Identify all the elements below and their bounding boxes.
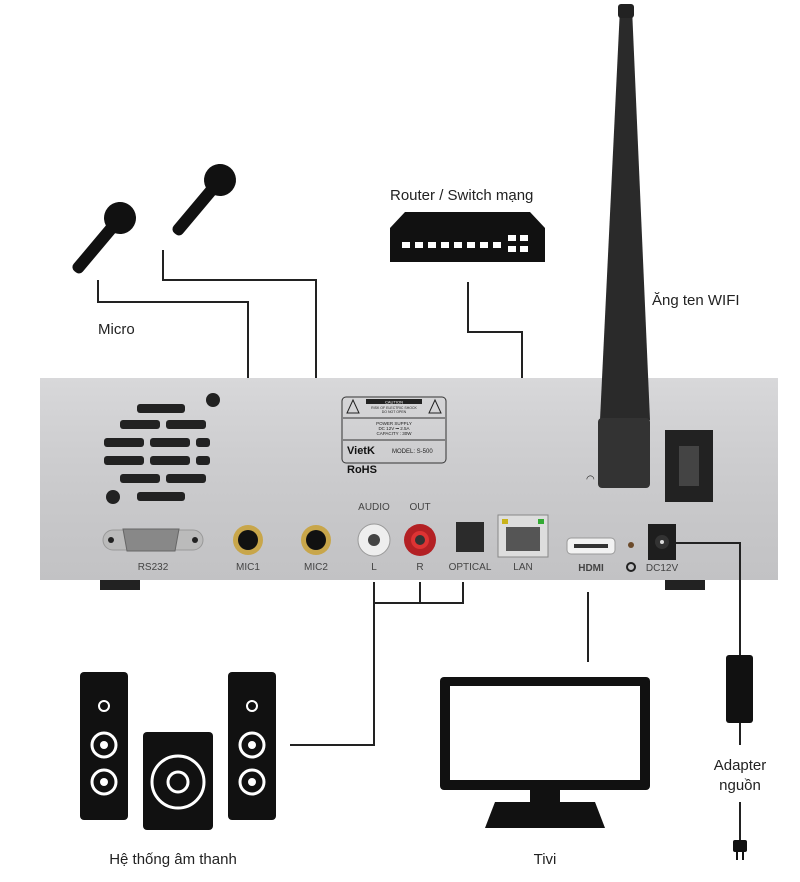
caution-label: CAUTION RISK OF ELECTRIC SHOCK DO NOT OP… xyxy=(341,396,447,476)
router-label: Router / Switch mạng xyxy=(390,187,533,204)
mic1-port[interactable] xyxy=(233,525,263,555)
wifi-antenna: ◠ xyxy=(586,4,650,488)
lan-label: LAN xyxy=(513,562,532,573)
audio-label: AUDIO xyxy=(358,502,390,513)
power-plug-icon xyxy=(733,802,747,860)
svg-text:POWER SUPPLY: POWER SUPPLY xyxy=(376,421,412,426)
svg-text:VietK: VietK xyxy=(347,445,375,457)
speaker-cable xyxy=(290,603,375,746)
tv-label: Tivi xyxy=(534,851,557,868)
polarity-icon xyxy=(626,562,636,572)
tv-icon xyxy=(440,677,650,828)
svg-text:DC 12V ⎓ 2.5A: DC 12V ⎓ 2.5A xyxy=(378,426,409,431)
optical-label: OPTICAL xyxy=(449,562,492,573)
adapter-icon xyxy=(726,655,753,723)
wifi-icon: ◠ xyxy=(586,474,595,485)
mic1-label: MIC1 xyxy=(236,562,260,573)
microphone-1 xyxy=(72,202,136,274)
power-switch[interactable] xyxy=(665,430,713,502)
rs232-port[interactable] xyxy=(102,528,204,552)
dc-label: DC12V xyxy=(646,563,679,574)
hdmi-label: HDMI xyxy=(578,563,604,574)
speaker-system-icon xyxy=(80,672,276,830)
svg-text:RoHS: RoHS xyxy=(347,464,377,476)
svg-text:RISK OF ELECTRIC SHOCK: RISK OF ELECTRIC SHOCK xyxy=(371,406,417,410)
vent-grille xyxy=(104,393,220,504)
speakers-label: Hệ thống âm thanh xyxy=(109,851,237,868)
svg-text:CAPACITY : 30W: CAPACITY : 30W xyxy=(376,431,412,436)
adapter-label-2: nguồn xyxy=(719,777,761,794)
led-indicator xyxy=(628,542,634,548)
dc-power-port[interactable] xyxy=(648,524,676,560)
power-cable xyxy=(676,542,741,655)
router-icon xyxy=(390,212,545,262)
optical-port[interactable] xyxy=(456,522,484,552)
audio-left-port[interactable] xyxy=(357,523,391,557)
lan-port[interactable] xyxy=(497,514,549,558)
out-label: OUT xyxy=(409,502,430,513)
audio-right-port[interactable] xyxy=(404,524,436,556)
hdmi-port[interactable] xyxy=(566,537,616,555)
antenna-label: Ăng ten WIFI xyxy=(652,292,740,309)
micro-label: Micro xyxy=(98,321,135,338)
rs232-label: RS232 xyxy=(138,562,169,573)
audio-cable-bus xyxy=(373,582,464,604)
right-label: R xyxy=(416,562,423,573)
device-back-panel: CAUTION RISK OF ELECTRIC SHOCK DO NOT OP… xyxy=(40,378,778,590)
left-label: L xyxy=(371,562,377,573)
svg-text:MODEL: S-500: MODEL: S-500 xyxy=(392,449,433,455)
adapter-label-1: Adapter xyxy=(714,757,767,774)
microphone-2 xyxy=(172,164,236,236)
mic2-port[interactable] xyxy=(301,525,331,555)
svg-text:CAUTION: CAUTION xyxy=(385,400,403,405)
svg-text:DO NOT OPEN: DO NOT OPEN xyxy=(382,410,407,414)
mic2-label: MIC2 xyxy=(304,562,328,573)
